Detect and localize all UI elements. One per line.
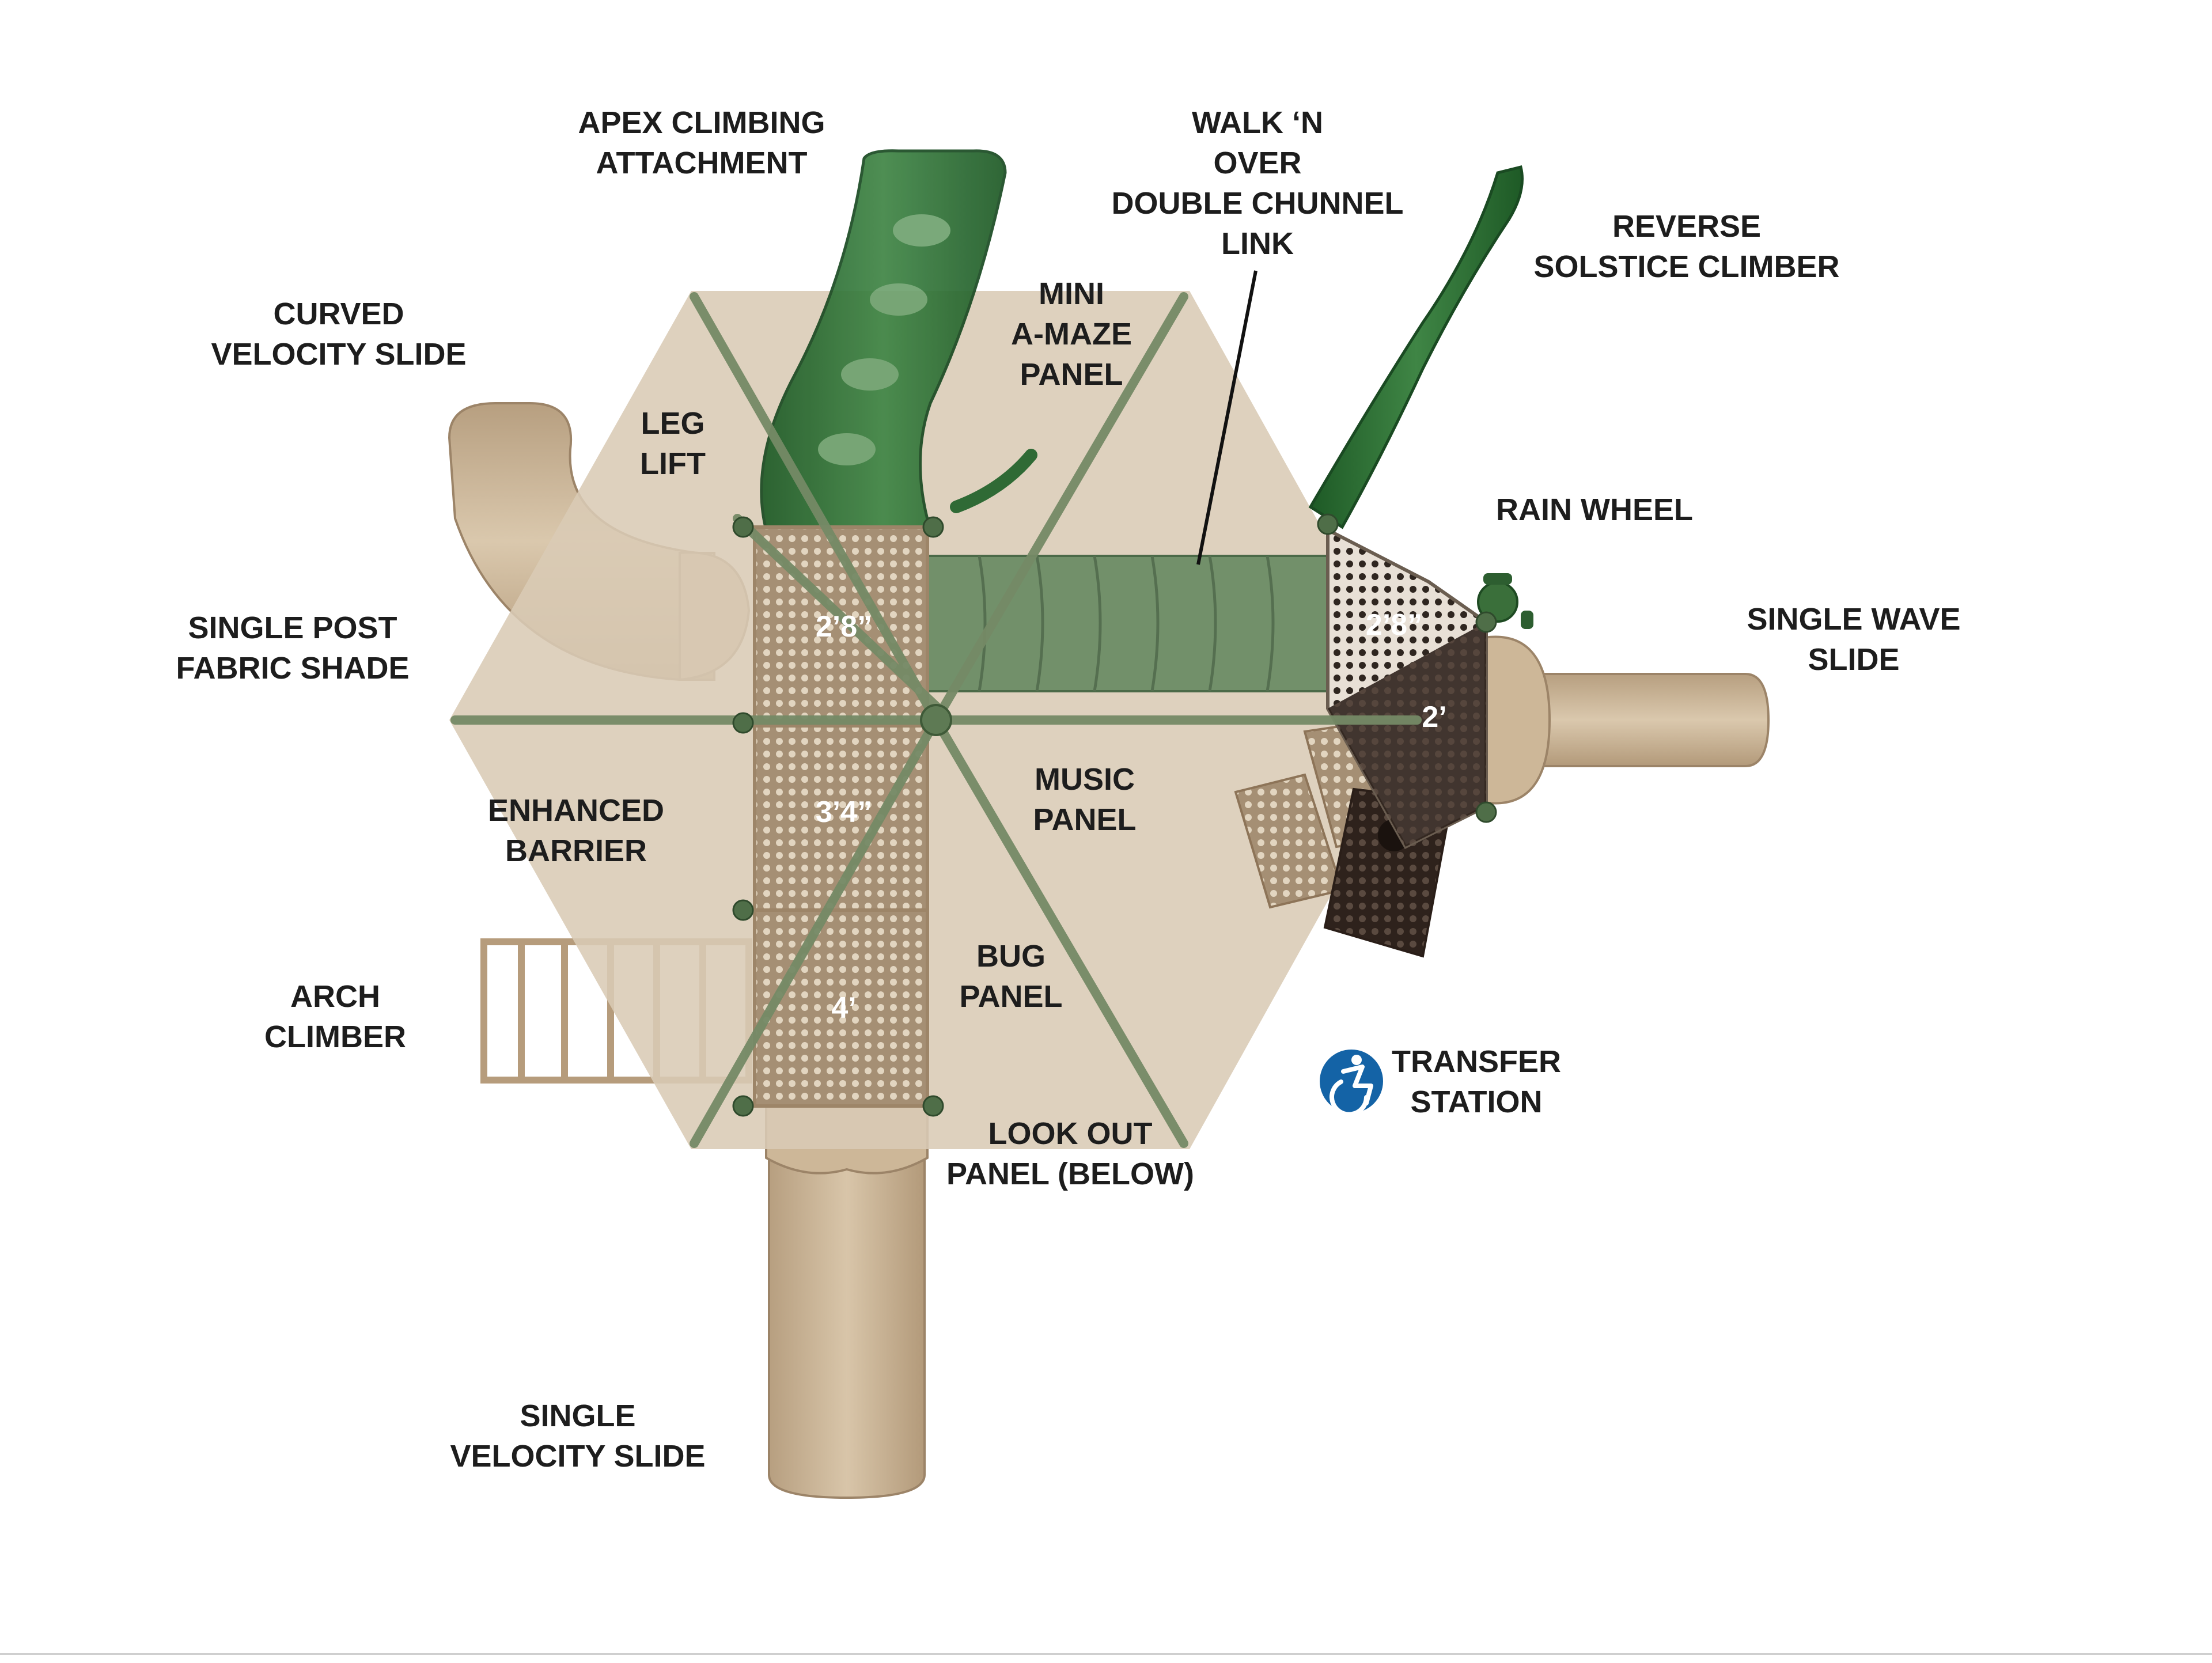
shade-frame — [450, 292, 1422, 1148]
deck-right-lower — [1328, 622, 1486, 847]
apex-climbing-attachment — [760, 149, 1007, 532]
label-rain-wheel: RAIN WHEEL — [1496, 493, 1693, 527]
deck-lower — [753, 908, 929, 1108]
deck-height-middle: 3’4” — [815, 795, 873, 829]
leg-lift — [950, 449, 1037, 513]
reverse-solstice-climber — [1308, 165, 1524, 529]
single-wave-slide — [1474, 635, 1770, 805]
deck-height-transfer: 2’ — [1422, 700, 1447, 734]
single-velocity-slide — [765, 1093, 929, 1499]
deck-height-right: 2’8” — [1365, 608, 1423, 642]
accessibility-icon — [1320, 1050, 1383, 1117]
post-caps — [732, 513, 1497, 1117]
deck-height-upper: 2’8” — [815, 610, 873, 643]
shade-hub — [920, 704, 952, 736]
deck-height-lower: 4’ — [831, 991, 857, 1025]
bottom-rule — [0, 1653, 2212, 1655]
walk-link-leader-line — [1196, 270, 1257, 565]
